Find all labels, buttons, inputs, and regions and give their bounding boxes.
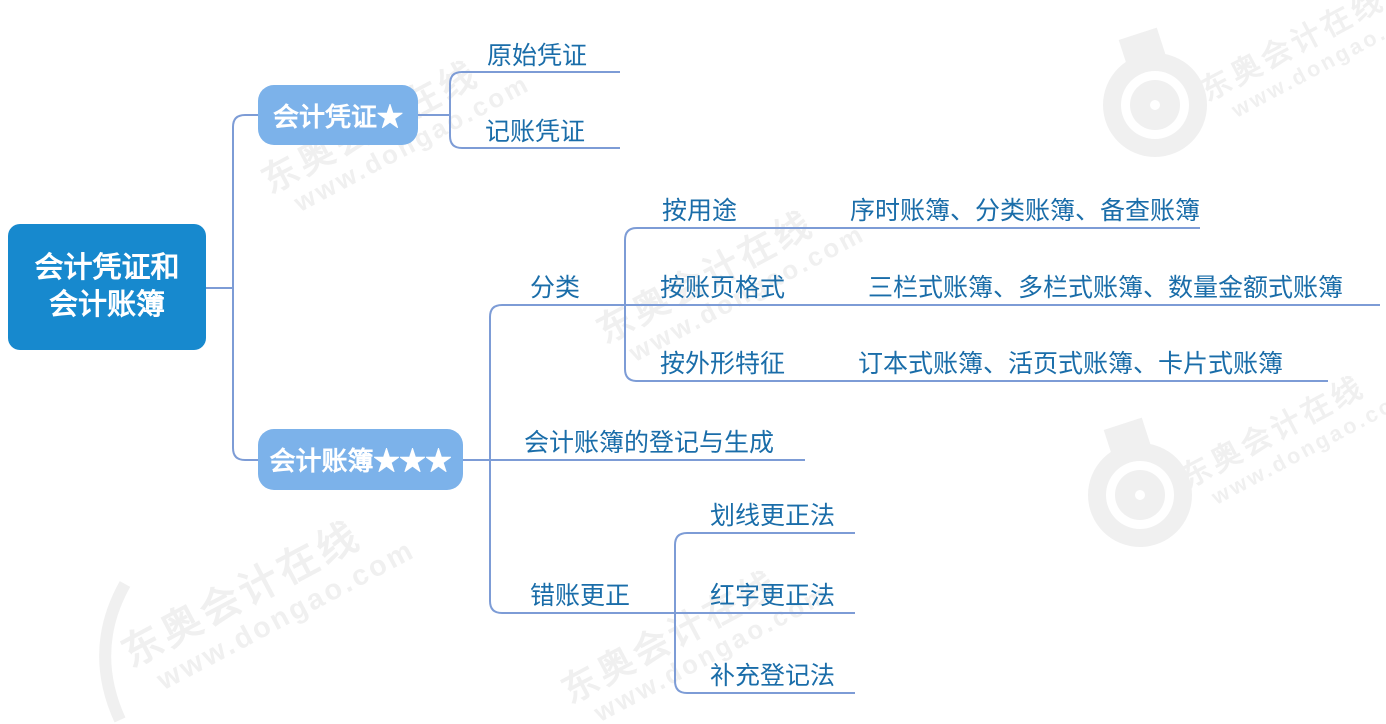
label-by-purpose-items: 序时账簿、分类账簿、备查账簿 bbox=[850, 197, 1201, 225]
root-title-line1: 会计凭证和 bbox=[34, 252, 180, 284]
dongao-logo-watermark bbox=[1103, 27, 1207, 157]
label-by-purpose: 按用途 bbox=[662, 197, 738, 225]
label-by-page-format: 按账页格式 bbox=[660, 274, 786, 302]
label-bookkeeping-voucher: 记账凭证 bbox=[485, 118, 586, 146]
label-books-registration: 会计账簿的登记与生成 bbox=[524, 429, 775, 457]
watermark-swoosh bbox=[99, 581, 131, 723]
label-red-ink-method: 红字更正法 bbox=[710, 582, 836, 610]
label-original-voucher: 原始凭证 bbox=[487, 42, 588, 70]
branch-node-accounting-books: 会计账簿★★★ bbox=[258, 429, 463, 490]
label-supplementary-method: 补充登记法 bbox=[710, 662, 836, 690]
label-crossing-out-method: 划线更正法 bbox=[710, 502, 836, 530]
root-title-line2: 会计账簿 bbox=[48, 289, 165, 321]
label-by-appearance-items: 订本式账簿、活页式账簿、卡片式账簿 bbox=[858, 350, 1284, 378]
branch-label: 会计账簿★★★ bbox=[269, 446, 452, 476]
label-by-appearance: 按外形特征 bbox=[660, 350, 786, 378]
label-classification: 分类 bbox=[530, 274, 581, 302]
root-node: 会计凭证和 会计账簿 bbox=[8, 224, 206, 350]
branch-label: 会计凭证★ bbox=[272, 101, 403, 132]
branch-node-accounting-vouchers: 会计凭证★ bbox=[258, 85, 418, 145]
dongao-logo-watermark bbox=[1088, 417, 1192, 547]
label-by-page-format-items: 三栏式账簿、多栏式账簿、数量金额式账簿 bbox=[868, 274, 1344, 302]
label-error-correction: 错账更正 bbox=[530, 582, 631, 610]
